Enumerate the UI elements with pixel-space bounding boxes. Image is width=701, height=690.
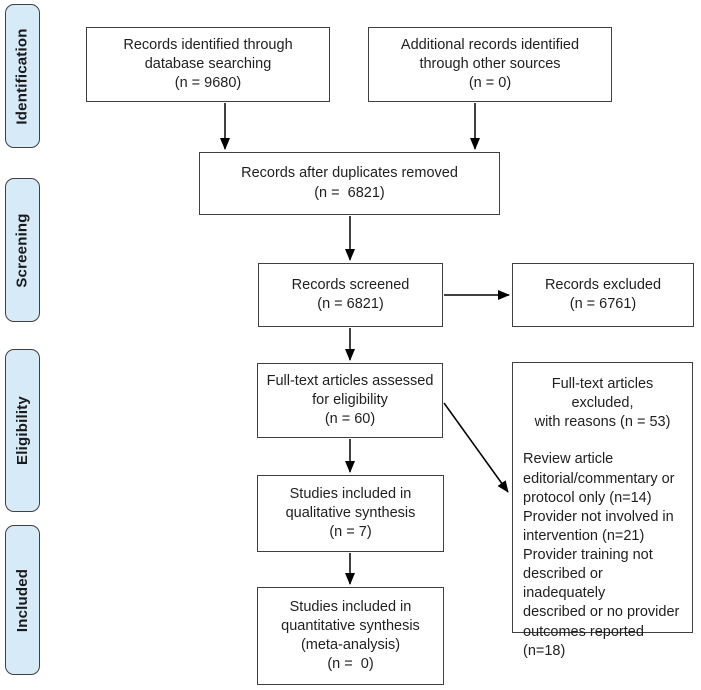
box-records-excluded-text: Records excluded (n = 6761) bbox=[544, 276, 662, 312]
arrow-fulltext-to-excluded-reasons bbox=[443, 402, 509, 493]
box-qualitative-synthesis: Studies included in qualitative synthesi… bbox=[257, 475, 444, 552]
stage-label-included: Included bbox=[14, 568, 31, 632]
stage-tab-included: Included bbox=[5, 525, 40, 675]
box-duplicates-removed-text: Records after duplicates removed (n = 68… bbox=[241, 165, 458, 201]
box-fulltext-excluded-heading: Full-text articles excluded, with reason… bbox=[534, 376, 671, 431]
box-records-excluded: Records excluded (n = 6761) bbox=[512, 263, 694, 327]
stage-tab-eligibility: Eligibility bbox=[5, 349, 40, 512]
stage-label-eligibility: Eligibility bbox=[14, 396, 31, 465]
box-quantitative-synthesis-text: Studies included in quantitative synthes… bbox=[281, 598, 420, 673]
box-quantitative-synthesis: Studies included in quantitative synthes… bbox=[257, 587, 444, 685]
box-additional-records-text: Additional records identified through ot… bbox=[400, 36, 580, 92]
stage-tab-identification: Identification bbox=[5, 4, 40, 148]
box-fulltext-excluded: Full-text articles excluded, with reason… bbox=[512, 362, 693, 659]
box-fulltext-assessed: Full-text articles assessed for eligibil… bbox=[257, 363, 443, 438]
box-records-screened: Records screened (n = 6821) bbox=[258, 263, 443, 327]
stage-label-screening: Screening bbox=[14, 212, 32, 288]
box-fulltext-assessed-text: Full-text articles assessed for eligibil… bbox=[266, 372, 434, 428]
box-fulltext-excluded-reasons: Review article editorial/commentary or p… bbox=[523, 451, 680, 659]
box-records-identified-text: Records identified through database sear… bbox=[123, 36, 293, 92]
box-records-screened-text: Records screened (n = 6821) bbox=[291, 276, 410, 312]
box-qualitative-synthesis-text: Studies included in qualitative synthesi… bbox=[285, 485, 416, 541]
stage-tab-screening: Screening bbox=[5, 178, 40, 322]
box-additional-records: Additional records identified through ot… bbox=[368, 27, 612, 102]
stage-label-identification: Identification bbox=[14, 27, 32, 125]
box-records-identified: Records identified through database sear… bbox=[86, 27, 330, 102]
box-duplicates-removed: Records after duplicates removed (n = 68… bbox=[199, 152, 500, 215]
